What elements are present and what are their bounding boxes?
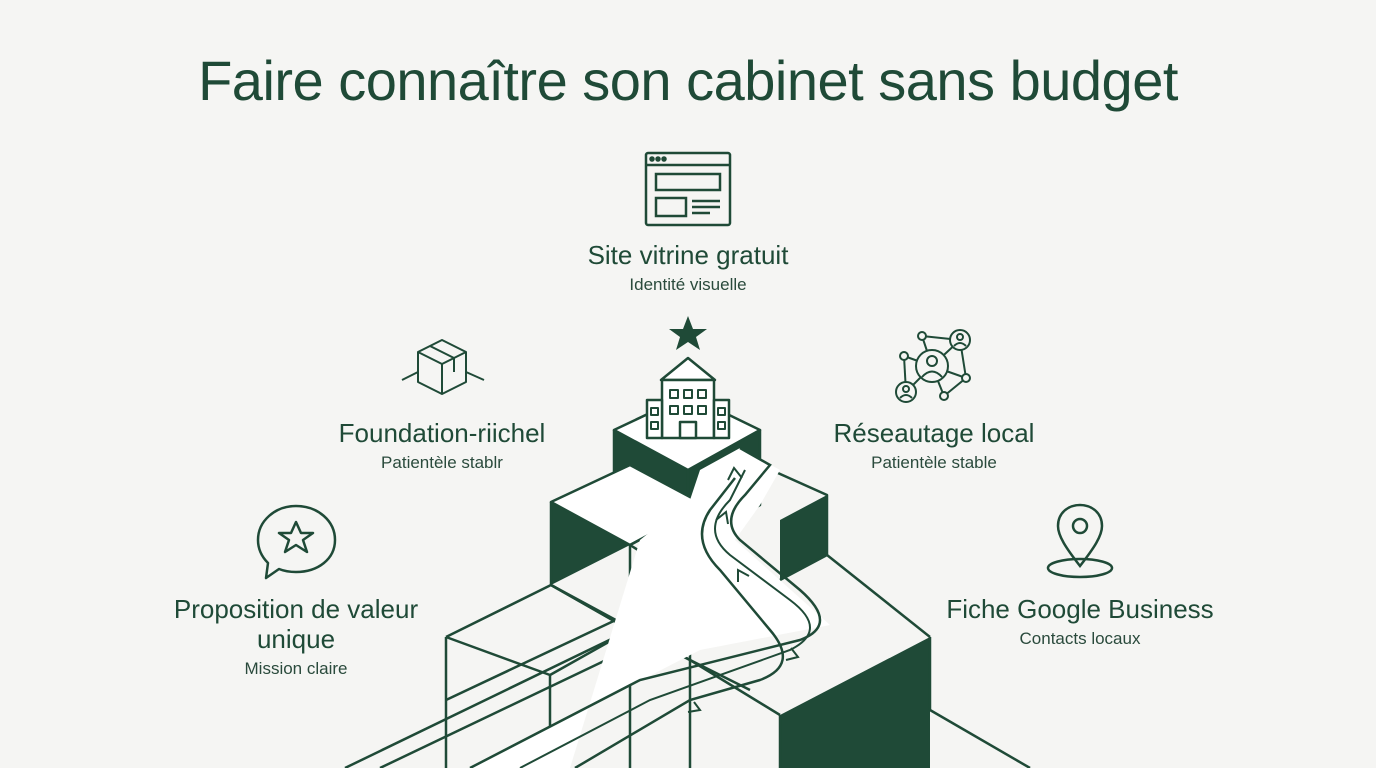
block-face-dark: [780, 495, 827, 580]
step-reseautage: Réseautage local Patientèle stable: [784, 418, 1084, 474]
step-subtitle: Patientèle stablr: [381, 453, 503, 472]
speech-bubble-star-icon: [256, 504, 337, 580]
path-arrow-icon: [737, 568, 750, 582]
grid-line: [929, 708, 1031, 768]
location-pin-icon: [1046, 503, 1114, 579]
block-edge: [759, 463, 829, 582]
step-site-vitrine: Site vitrine gratuit Identité visuelle: [538, 240, 838, 296]
building-icon: [645, 356, 731, 440]
step-subtitle: Patientèle stable: [871, 453, 997, 472]
block-face-dark: [551, 502, 630, 585]
step-title: Site vitrine gratuit: [587, 240, 789, 270]
box-icon: [401, 339, 485, 395]
step-title: Fiche Google Business: [946, 594, 1214, 624]
path-arrow-icon: [715, 510, 729, 525]
browser-window-icon: [644, 151, 732, 227]
path-arrow-icon: [785, 647, 800, 661]
network-people-icon: [895, 329, 971, 403]
step-fiche-google: Fiche Google Business Contacts locaux: [930, 594, 1230, 650]
step-subtitle: Contacts locaux: [1019, 629, 1141, 648]
path-arrow-icon: [687, 701, 702, 713]
winding-path: [469, 446, 830, 768]
grid-line: [826, 554, 931, 638]
star-icon: [669, 316, 707, 350]
step-title: Foundation-riichel: [338, 418, 546, 448]
step-subtitle: Mission claire: [244, 659, 348, 678]
grid-line: [344, 628, 631, 768]
block-face-dark: [780, 637, 930, 768]
step-title: Proposition de valeur unique: [173, 594, 419, 654]
step-foundation: Foundation-riichel Patientèle stablr: [292, 418, 592, 474]
path-arrow-icon: [727, 466, 743, 481]
step-title: Réseautage local: [833, 418, 1035, 448]
step-proposition: Proposition de valeur unique Mission cla…: [156, 594, 436, 680]
page-title: Faire connaître son cabinet sans budget: [198, 49, 1178, 112]
step-subtitle: Identité visuelle: [629, 275, 747, 294]
